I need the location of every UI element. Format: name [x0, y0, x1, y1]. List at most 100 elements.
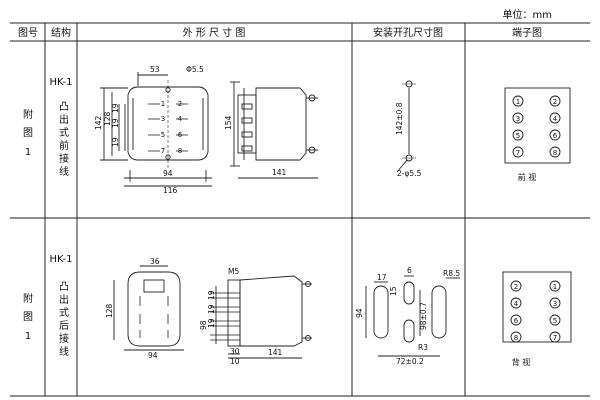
svg-text:19: 19	[207, 290, 216, 300]
row-1-fig-no: 附 图 1	[23, 108, 33, 158]
svg-text:36: 36	[150, 257, 160, 266]
svg-text:6: 6	[178, 131, 183, 139]
row-2-view-label: 背 视	[512, 357, 531, 367]
svg-text:6: 6	[407, 266, 412, 275]
row-1: 附 图 1 HK-1 凸 出 式 前 接 线	[23, 65, 571, 195]
svg-text:接: 接	[59, 332, 69, 345]
unit-label: 单位：mm	[502, 10, 552, 21]
row-2-model: HK-1	[50, 254, 73, 265]
row-1-model: HK-1	[50, 77, 73, 88]
svg-text:3: 3	[161, 115, 165, 123]
svg-text:4: 4	[178, 115, 183, 123]
row-2-back-dims: 36 128 94	[105, 257, 160, 360]
svg-text:19: 19	[111, 118, 120, 128]
row-2-terminal-diagram	[502, 271, 572, 343]
row-2-back-view	[113, 265, 184, 351]
svg-text:10: 10	[230, 357, 240, 366]
svg-text:2-φ5.5: 2-φ5.5	[397, 169, 422, 178]
svg-text:1: 1	[516, 98, 520, 106]
svg-text:154: 154	[224, 115, 233, 130]
row-1-side-dims: 154 141	[224, 115, 287, 177]
svg-text:116: 116	[163, 186, 178, 195]
svg-text:19: 19	[207, 304, 216, 314]
svg-text:式: 式	[59, 126, 69, 139]
svg-text:8: 8	[553, 149, 557, 157]
svg-text:5: 5	[161, 131, 165, 139]
svg-text:19: 19	[111, 137, 120, 147]
svg-text:后: 后	[59, 320, 69, 332]
svg-text:图: 图	[23, 127, 33, 139]
row-2-side-view	[210, 275, 312, 359]
svg-text:4: 4	[553, 115, 558, 123]
svg-text:17: 17	[377, 273, 387, 282]
svg-text:M5: M5	[228, 267, 239, 276]
svg-text:141: 141	[268, 348, 283, 357]
svg-text:Φ5.5: Φ5.5	[186, 65, 204, 74]
svg-text:1: 1	[25, 331, 31, 342]
svg-text:142±0.8: 142±0.8	[395, 102, 404, 135]
svg-text:接: 接	[59, 152, 69, 165]
header-fig-no: 图号	[18, 27, 38, 39]
svg-text:7: 7	[161, 147, 165, 155]
table-grid	[10, 22, 590, 397]
row-1-terminal-numbers: 1 2 3 4 5 6 7 8	[516, 98, 558, 157]
svg-text:4: 4	[514, 300, 519, 308]
svg-text:7: 7	[516, 149, 520, 157]
header-cutout: 安装开孔尺寸图	[373, 26, 443, 39]
row-1-terminal-diagram	[504, 87, 571, 164]
svg-text:15: 15	[389, 286, 398, 296]
svg-text:94: 94	[355, 308, 364, 318]
svg-text:6: 6	[553, 132, 558, 140]
svg-text:附: 附	[23, 292, 33, 305]
svg-text:5: 5	[553, 317, 557, 325]
svg-text:1: 1	[553, 283, 557, 291]
svg-text:附: 附	[23, 108, 33, 121]
svg-text:6: 6	[514, 317, 519, 325]
svg-text:出: 出	[59, 293, 69, 306]
svg-text:式: 式	[59, 306, 69, 319]
row-1-front-terminals: 1 2 3 4 5 6 7 8	[161, 100, 183, 155]
row-1-front-dims: 53 Φ5.5 94 116 142 128 19 19 19	[94, 65, 204, 195]
svg-text:R8.5: R8.5	[443, 269, 460, 278]
svg-text:2: 2	[514, 283, 518, 291]
row-2-cutout-dims: 17 6 R8.5 15 98±0.7 94 R3 72±0.2	[355, 266, 460, 366]
svg-text:前: 前	[59, 139, 69, 152]
row-2-side-dims: M5 98 19 19 19 30 10 141	[199, 267, 283, 366]
svg-text:凸: 凸	[59, 101, 69, 113]
row-1-cutout-dims: 142±0.8 2-φ5.5	[395, 102, 422, 178]
svg-text:128: 128	[105, 303, 114, 318]
header-outline: 外 形 尺 寸 图	[183, 26, 246, 39]
svg-text:98±0.7: 98±0.7	[419, 302, 428, 330]
svg-text:98: 98	[199, 320, 208, 330]
svg-text:3: 3	[516, 115, 520, 123]
svg-text:2: 2	[553, 98, 557, 106]
row-1-structure: 凸 出 式 前 接 线	[59, 101, 69, 178]
svg-text:R3: R3	[418, 343, 428, 352]
row-1-cutout	[396, 80, 416, 173]
header-terminal: 端子图	[512, 26, 542, 39]
svg-text:8: 8	[178, 147, 182, 155]
svg-text:线: 线	[59, 345, 69, 358]
svg-text:7: 7	[553, 334, 557, 342]
svg-text:3: 3	[553, 300, 557, 308]
svg-text:141: 141	[272, 168, 287, 177]
svg-text:94: 94	[148, 351, 158, 360]
svg-text:94: 94	[163, 169, 173, 178]
svg-text:1: 1	[25, 147, 31, 158]
svg-text:19: 19	[207, 318, 216, 328]
svg-text:1: 1	[161, 100, 165, 108]
svg-text:图: 图	[23, 311, 33, 323]
svg-text:53: 53	[150, 65, 160, 74]
svg-text:2: 2	[178, 100, 182, 108]
row-2: 附 图 1 HK-1 凸 出 式 后 接 线 36	[23, 254, 572, 367]
svg-text:30: 30	[230, 347, 240, 356]
row-1-side-view	[230, 81, 318, 179]
row-2-terminal-numbers: 2 1 4 3 6 5 8 7	[514, 283, 557, 342]
svg-text:凸: 凸	[59, 281, 69, 293]
svg-text:8: 8	[514, 334, 518, 342]
row-2-fig-no: 附 图 1	[23, 292, 33, 342]
svg-text:142: 142	[94, 115, 103, 130]
svg-text:5: 5	[516, 132, 520, 140]
svg-text:出: 出	[59, 113, 69, 126]
